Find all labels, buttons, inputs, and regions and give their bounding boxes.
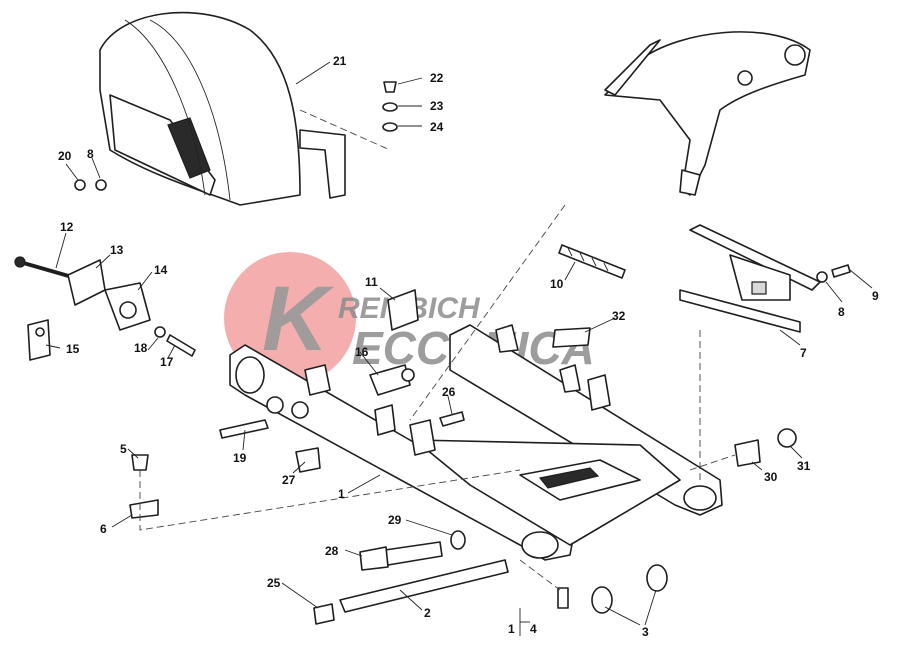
callout-31: 31 [797, 459, 811, 473]
callout-26: 26 [442, 385, 456, 399]
chain-part [558, 244, 626, 279]
callout-8-left: 8 [87, 147, 94, 161]
callout-4: 4 [530, 622, 537, 636]
callout-1: 1 [338, 487, 345, 501]
mount-tabs [304, 324, 611, 456]
callout-8-right: 8 [838, 305, 845, 319]
callout-5: 5 [120, 442, 127, 456]
callout-23: 23 [430, 99, 444, 113]
callout-11: 11 [365, 275, 378, 289]
swingarm [229, 324, 723, 561]
callout-17: 17 [160, 355, 174, 369]
fasteners [74, 81, 851, 625]
callout-22: 22 [430, 71, 444, 85]
callout-25: 25 [267, 576, 281, 590]
callout-18: 18 [134, 341, 148, 355]
rear-subframe [604, 31, 811, 196]
assembly-lines [139, 109, 736, 591]
chain-adjuster-group [14, 256, 151, 361]
callout-12: 12 [60, 220, 74, 234]
callout-29: 29 [388, 513, 402, 527]
callout-2: 2 [424, 606, 431, 620]
watermark-logo-letter: K [262, 268, 335, 370]
callout-19: 19 [233, 451, 247, 465]
callout-13: 13 [110, 243, 124, 257]
callout-7: 7 [800, 346, 807, 360]
callout-3: 3 [642, 625, 649, 639]
callout-1-bracket: 1 [508, 622, 515, 636]
callout-24: 24 [430, 120, 444, 134]
leader-lines [45, 61, 873, 636]
callout-28: 28 [325, 544, 339, 558]
callout-20: 20 [58, 149, 72, 163]
callout-16: 16 [355, 345, 369, 359]
callout-30: 30 [764, 470, 778, 484]
footrest-bracket [679, 224, 821, 333]
callout-6: 6 [100, 522, 107, 536]
callout-27: 27 [282, 473, 296, 487]
rear-mudguard [99, 11, 346, 206]
callout-10: 10 [550, 277, 564, 291]
callout-21: 21 [333, 54, 347, 68]
callout-14: 14 [154, 263, 168, 277]
callout-32: 32 [612, 309, 626, 323]
callout-9: 9 [872, 289, 879, 303]
callout-labels: 21 22 23 24 20 8 12 13 14 15 18 17 11 32… [58, 54, 879, 639]
callout-15: 15 [66, 342, 80, 356]
